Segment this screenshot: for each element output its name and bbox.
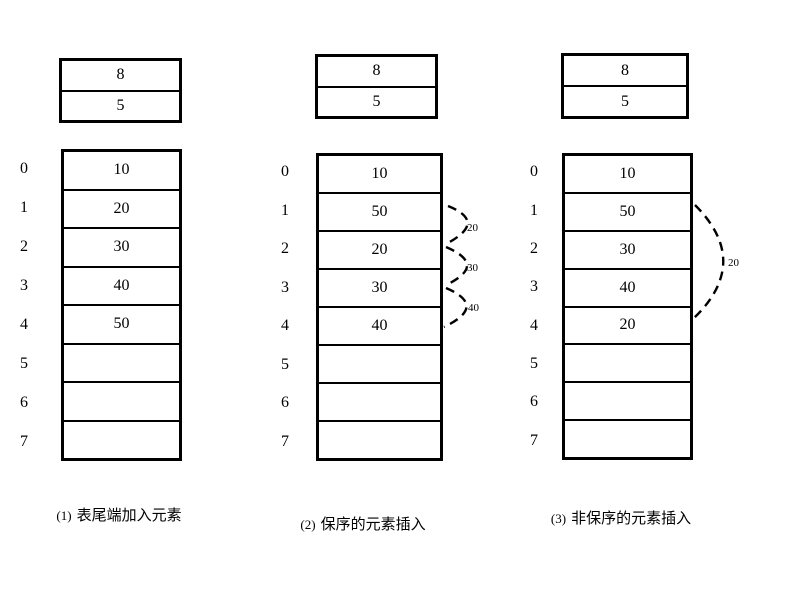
- index-label: 4: [530, 316, 538, 334]
- array-cell: [565, 383, 690, 422]
- array-cell: [64, 383, 179, 422]
- shift-arrow-label: 40: [468, 302, 480, 314]
- index-label: 3: [530, 278, 538, 296]
- index-label: 4: [281, 317, 289, 335]
- array-cell: [319, 422, 440, 458]
- index-label: 6: [530, 393, 538, 411]
- move-arrow-20: [693, 204, 725, 319]
- array-cell: 50: [319, 194, 440, 232]
- index-label: 0: [20, 159, 28, 177]
- index-label: 5: [20, 354, 28, 372]
- shift-arrow-label: 30: [467, 262, 479, 274]
- array-cell: 40: [319, 308, 440, 346]
- shift-arrow-label: 20: [467, 222, 479, 234]
- move-arrow-label: 20: [728, 257, 740, 269]
- shift-arrow-30: [445, 245, 468, 287]
- array-cell: 50: [64, 306, 179, 345]
- index-label: 0: [530, 163, 538, 181]
- caption-number: (2): [300, 517, 316, 532]
- array-cell: [64, 345, 179, 383]
- index-label: 7: [281, 432, 289, 450]
- capacity-cell: 8: [318, 57, 435, 88]
- index-column-1: 0 1 2 3 4 5 6 7: [8, 149, 40, 461]
- caption-text: 保序的元素插入: [320, 517, 426, 533]
- array-cell: 30: [64, 229, 179, 268]
- list-meta-box-2: 8 5: [315, 54, 438, 119]
- length-cell: 5: [116, 96, 125, 114]
- caption-number: (3): [550, 511, 567, 526]
- array-cell: 20: [64, 191, 179, 229]
- index-label: 6: [281, 394, 289, 412]
- index-label: 5: [281, 355, 289, 373]
- capacity-cell: 8: [564, 56, 686, 87]
- array-cell: [565, 421, 690, 457]
- caption-2: (2) 保序的元素插入: [300, 513, 425, 534]
- list-meta-box-1: 8 5: [59, 58, 182, 123]
- array-cell: 30: [565, 232, 690, 270]
- array-cell: [64, 422, 179, 459]
- shift-arrow-20: [445, 204, 469, 246]
- capacity-cell: 8: [62, 61, 179, 92]
- array-cell: 30: [319, 270, 440, 308]
- array-cell: [319, 346, 440, 384]
- index-label: 5: [530, 355, 538, 373]
- index-label: 4: [20, 315, 28, 333]
- array-cell: 40: [64, 268, 179, 306]
- array-cell: 10: [319, 156, 440, 194]
- caption-3: (3) 非保序的元素插入: [551, 507, 691, 528]
- index-label: 3: [20, 276, 28, 294]
- index-label: 6: [20, 393, 28, 411]
- shift-arrow-40: [443, 286, 468, 329]
- index-label: 2: [20, 237, 28, 255]
- caption-text: 非保序的元素插入: [571, 511, 692, 527]
- index-column-3: 0 1 2 3 4 5 6 7: [518, 153, 550, 460]
- index-label: 1: [20, 198, 28, 216]
- caption-text: 表尾端加入元素: [76, 508, 182, 524]
- list-meta-box-3: 8 5: [561, 53, 689, 119]
- caption-number: (1): [56, 508, 72, 523]
- array-cell: 20: [319, 232, 440, 270]
- array-cell: 50: [565, 194, 690, 232]
- array-box-2: 10 50 20 30 40: [316, 153, 443, 461]
- caption-1: (1) 表尾端加入元素: [56, 504, 181, 525]
- index-label: 2: [530, 239, 538, 257]
- index-column-2: 0 1 2 3 4 5 6 7: [269, 153, 301, 461]
- array-box-3: 10 50 30 40 20: [562, 153, 693, 460]
- index-label: 2: [281, 240, 289, 258]
- index-label: 7: [530, 431, 538, 449]
- index-label: 0: [281, 163, 289, 181]
- array-cell: 20: [565, 308, 690, 346]
- index-label: 1: [530, 201, 538, 219]
- array-box-1: 10 20 30 40 50: [61, 149, 182, 461]
- array-cell: [319, 384, 440, 422]
- array-cell: 10: [64, 152, 179, 191]
- length-cell: 5: [621, 92, 629, 110]
- index-label: 3: [281, 278, 289, 296]
- index-label: 7: [20, 432, 28, 450]
- array-cell: [565, 345, 690, 384]
- length-cell: 5: [372, 92, 381, 110]
- array-cell: 40: [565, 270, 690, 308]
- index-label: 1: [281, 201, 289, 219]
- array-cell: 10: [565, 156, 690, 194]
